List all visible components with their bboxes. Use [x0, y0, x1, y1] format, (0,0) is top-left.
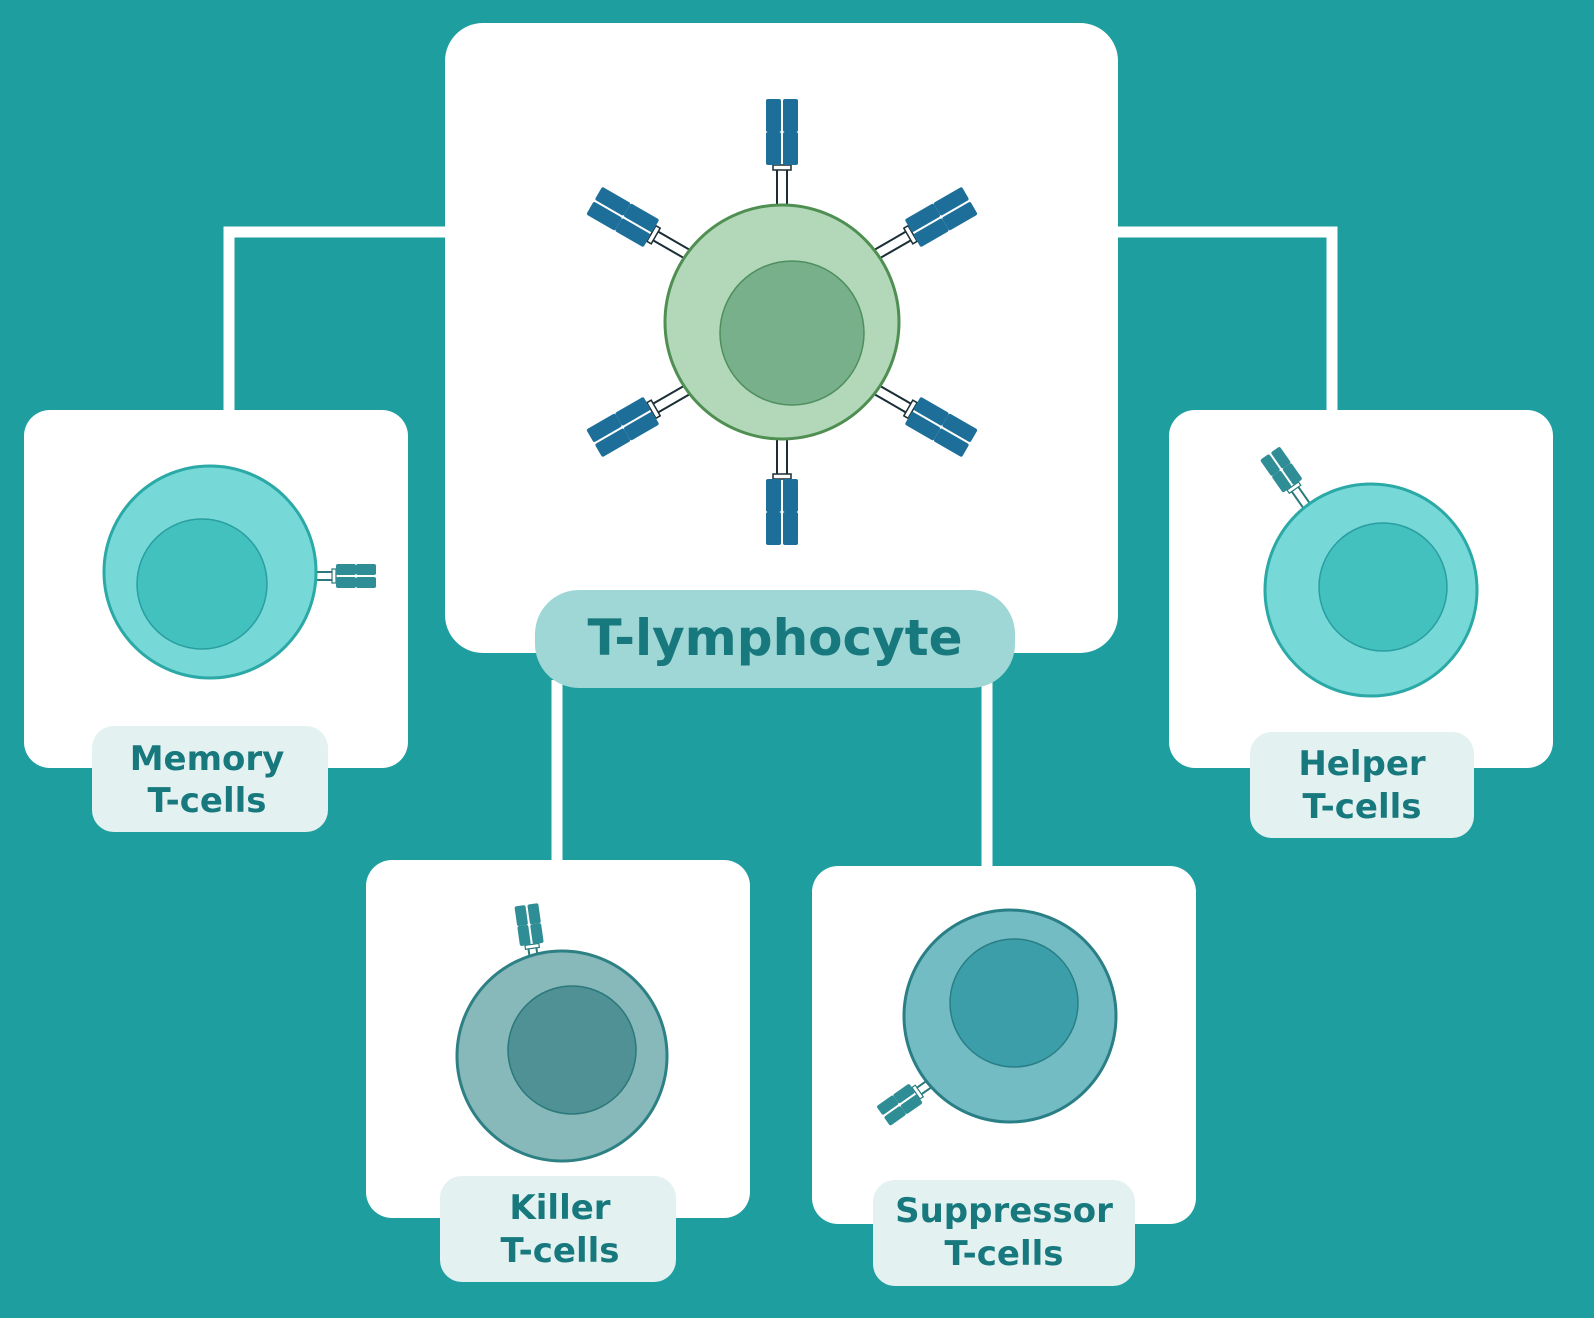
killer-node: Killer T-cells [366, 860, 750, 1282]
memory-t-cell-icon [102, 464, 377, 680]
killer-label-line2: T-cells [500, 1231, 619, 1271]
memory-label-line2: T-cells [147, 781, 266, 821]
root-node: T-lymphocyte [445, 23, 1118, 688]
killer-label-pill [440, 1176, 676, 1282]
t-lymphocyte-cell-icon [585, 98, 979, 546]
memory-node: Memory T-cells [24, 410, 408, 832]
root-label: T-lymphocyte [587, 609, 962, 667]
helper-label-pill [1250, 732, 1474, 838]
suppressor-label-line2: T-cells [944, 1234, 1063, 1274]
connectors [223, 226, 1338, 868]
helper-t-cell-icon [1258, 445, 1479, 698]
memory-label-pill [92, 726, 328, 832]
suppressor-label-pill [873, 1180, 1135, 1286]
suppressor-t-cell-icon [875, 908, 1118, 1128]
killer-t-cell-icon [455, 902, 669, 1163]
connector-helper [1116, 226, 1338, 412]
memory-label-line1: Memory [130, 739, 285, 779]
helper-label-line2: T-cells [1302, 787, 1421, 827]
suppressor-node: Suppressor T-cells [812, 866, 1196, 1286]
suppressor-label-line1: Suppressor [895, 1191, 1113, 1231]
connector-memory [223, 226, 448, 412]
helper-node: Helper T-cells [1169, 410, 1553, 838]
killer-label-line1: Killer [509, 1188, 610, 1228]
root-label-pill [535, 590, 1015, 688]
helper-label-line1: Helper [1298, 744, 1426, 784]
